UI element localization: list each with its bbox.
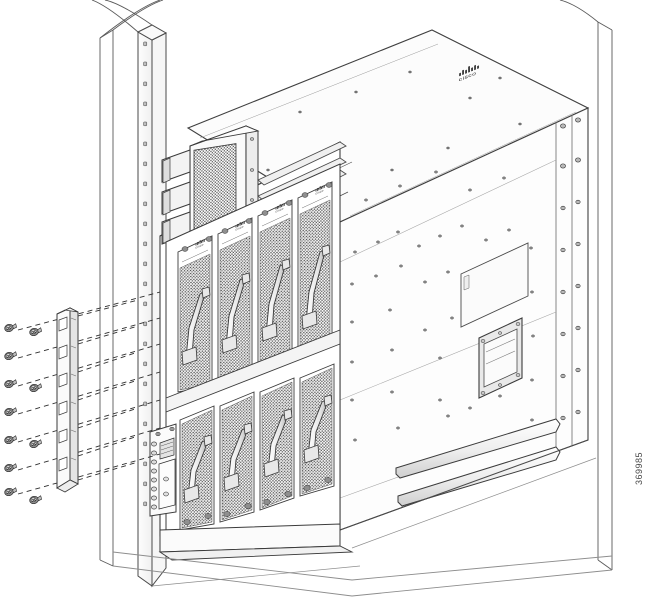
chassis-side-panel <box>339 107 589 531</box>
line-card-slot-4[interactable] <box>297 181 333 357</box>
line-card-slot-5[interactable] <box>179 405 215 531</box>
rack-base-rail <box>112 551 613 597</box>
lower-slide-rail-lower <box>397 446 561 507</box>
mounting-screw-10[interactable] <box>28 438 43 449</box>
line-card-row-upper <box>177 181 333 393</box>
line-card-grille-7 <box>261 381 293 509</box>
fan-tray-module[interactable] <box>189 125 260 245</box>
side-panel-rivets <box>350 170 535 442</box>
ejector-handle-1[interactable] <box>181 286 211 366</box>
lower-slide-rail-upper <box>395 418 561 479</box>
ejector-handle-3[interactable] <box>261 258 291 342</box>
mounting-screw-11[interactable] <box>28 494 43 505</box>
bracket-slot-group <box>58 316 68 472</box>
line-card-grille-8 <box>301 367 333 495</box>
line-card-slot-6[interactable] <box>219 391 255 523</box>
line-card-slot-3[interactable] <box>257 199 293 371</box>
line-card-slot-7[interactable] <box>259 377 295 511</box>
line-card-slot-8[interactable] <box>299 363 335 497</box>
ejector-handle-5[interactable] <box>183 434 213 504</box>
mounting-screw-1[interactable] <box>3 322 18 333</box>
mounting-screw-3[interactable] <box>3 378 18 389</box>
control-panel-led-column <box>151 441 157 510</box>
alarm-control-panel[interactable] <box>149 423 177 517</box>
control-panel-buttons[interactable] <box>158 458 176 510</box>
mounting-screw-2[interactable] <box>3 350 18 361</box>
ejector-handle-2[interactable] <box>221 272 251 354</box>
line-card-row-lower <box>179 363 335 531</box>
mounting-screw-4[interactable] <box>3 406 18 417</box>
mounting-screw-9[interactable] <box>28 382 43 393</box>
mounting-screw-8[interactable] <box>28 326 43 337</box>
mounting-screw-6[interactable] <box>3 462 18 473</box>
figure-id-label: 369985 <box>634 452 644 486</box>
ejector-handle-7[interactable] <box>263 408 293 478</box>
side-panel-bracket <box>478 317 523 399</box>
card-cage-mid-divider <box>165 329 341 413</box>
mounting-screw-5[interactable] <box>3 434 18 445</box>
rack-post-hole-column <box>143 41 148 507</box>
side-panel-label-plate <box>460 242 529 328</box>
bracket-edge-marks <box>70 317 77 461</box>
line-card-slot-1[interactable] <box>177 235 213 393</box>
mounting-screw-column-outer <box>3 322 18 497</box>
ejector-handle-8[interactable] <box>303 394 333 464</box>
chassis-lower-rails <box>339 418 597 549</box>
mounting-screw-7[interactable] <box>3 486 18 497</box>
line-card-slot-2[interactable] <box>217 217 253 385</box>
chassis-bottom-bezel <box>158 523 354 561</box>
chassis-mount-flanges <box>161 149 191 245</box>
ejector-handle-4[interactable] <box>301 244 331 330</box>
assembly-guide-lines <box>17 291 161 495</box>
rack-mount-bracket[interactable] <box>56 307 79 493</box>
control-panel-display <box>159 437 175 460</box>
ejector-handle-6[interactable] <box>223 422 253 492</box>
assembly-guide-lines-right <box>77 299 139 481</box>
